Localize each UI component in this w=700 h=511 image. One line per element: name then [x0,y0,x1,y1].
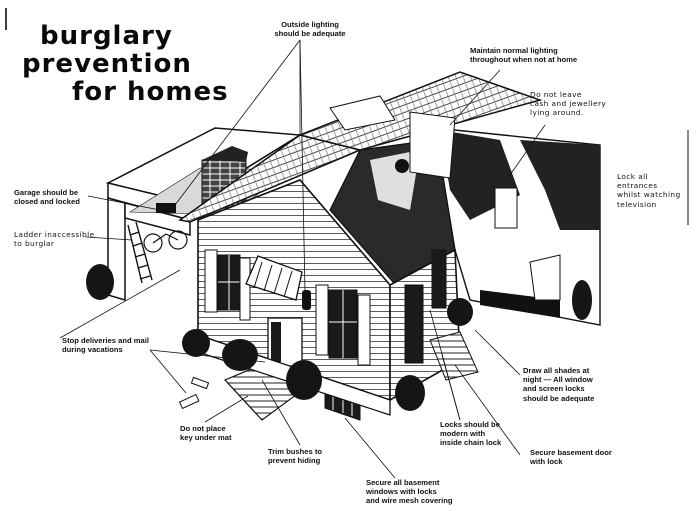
caption-basement-windows: Secure all basement windows with locks a… [366,478,453,506]
caption-cash-jewellery: Do not leave cash and jewellery lying ar… [530,90,607,118]
title-line-2: prevention [22,49,192,79]
front-door [267,317,303,367]
ladder [127,221,153,284]
caption-garage: Garage should be closed and locked [14,188,80,207]
basement-steps [429,331,479,381]
awning [245,255,303,301]
garage-lamp [156,203,176,213]
caption-normal-lighting: Maintain normal lighting throughout when… [470,46,578,65]
cutaway-interior [395,111,601,326]
poster-title: burglary prevention for homes [22,22,252,106]
caption-outside-lighting: Outside lighting should be adequate [274,20,346,39]
caption-shades: Draw all shades at night — All window an… [523,366,595,403]
caption-bushes: Trim bushes to prevent hiding [268,447,323,466]
caption-key-mat: Do not place key under mat [180,424,232,443]
front-window-left [204,249,251,321]
caption-basement-door: Secure basement door with lock [530,448,612,467]
newspapers [178,376,210,410]
side-window [404,249,447,364]
bicycle [143,230,188,253]
bushes [86,264,592,411]
caption-locks: Locks should be modern with inside chain… [440,420,502,448]
porch-light [302,290,311,310]
title-line-1: burglary [40,21,173,51]
caption-deliveries: Stop deliveries and mail during vacation… [62,336,149,355]
front-window-right [315,284,371,366]
caption-lock-entrances: Lock all entrances whilst watching telev… [617,172,681,209]
caption-ladder: Ladder inaccessible to burglar [14,230,95,249]
title-line-3: for homes [72,77,229,107]
leader-lines [59,39,546,479]
